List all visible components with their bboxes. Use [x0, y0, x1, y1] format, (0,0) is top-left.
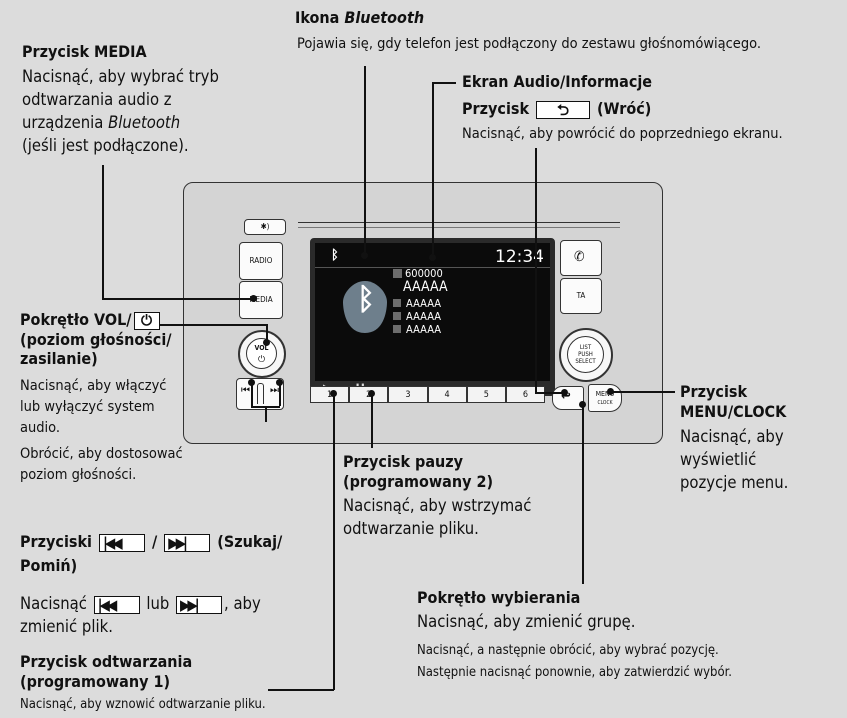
play-callout-text: Nacisnąć, aby wznowić odtwarzanie pliku.: [20, 697, 266, 712]
vol-label: VOL: [254, 344, 269, 352]
preset-button-6[interactable]: 6: [505, 386, 546, 403]
bluetooth-status-icon: ᛒ: [331, 248, 339, 263]
preset-button-4[interactable]: 4: [427, 386, 467, 403]
back-arrow-icon: ⮌: [536, 100, 591, 119]
play-callout-title: Przycisk odtwarzania (programowany 1): [20, 652, 193, 691]
selector-callout-title: Pokrętło wybierania: [417, 588, 581, 607]
phone-button[interactable]: ✆: [560, 240, 602, 276]
unit-slot: [298, 222, 620, 228]
push-label: PUSH: [578, 351, 593, 358]
skip-forward-icon: ▶▶|: [176, 595, 223, 614]
bluetooth-callout-text: Pojawia się, gdy telefon jest podłączony…: [297, 36, 761, 52]
phone-icon: ✆: [574, 249, 585, 265]
selector-callout-text-2: Nacisnąć, a następnie obrócić, aby wybra…: [417, 643, 732, 680]
selector-callout-text-1: Nacisnąć, aby zmienić grupę.: [417, 612, 636, 631]
seek-callout-text: Nacisnąć |◀◀ lub ▶▶|, aby zmienić plik.: [20, 594, 261, 636]
vol-knob[interactable]: VOL ⏻: [238, 330, 286, 378]
media-callout-text: Nacisnąć, aby wybrać tryb odtwarzania au…: [22, 67, 219, 155]
preset-button-3[interactable]: 3: [388, 386, 428, 403]
list-item: AAAAA: [406, 310, 442, 323]
clock-time: 12:34: [495, 247, 544, 267]
selector-knob[interactable]: LIST PUSH SELECT: [559, 328, 613, 382]
vol-callout-text-2: Obrócić, aby dostosować poziom głośności…: [20, 446, 183, 483]
pause-callout-text: Nacisnąć, aby wstrzymać odtwarzanie plik…: [343, 496, 532, 538]
clock-label: CLOCK: [597, 400, 613, 406]
skip-forward-icon: ▶▶|: [164, 533, 211, 552]
preset-button-1[interactable]: 1: [310, 386, 350, 403]
vol-callout-text: Nacisnąć, aby włączyć lub wyłączyć syste…: [20, 378, 167, 436]
skip-back-icon[interactable]: ⏮: [241, 385, 250, 396]
menu-label: MENU: [595, 390, 615, 398]
track-number: 600000: [405, 267, 443, 280]
radio-button[interactable]: RADIO: [239, 242, 283, 280]
back-button[interactable]: ↩: [552, 386, 584, 410]
skip-back-icon: |◀◀: [98, 533, 145, 552]
back-arrow-icon: ↩: [561, 389, 571, 404]
track-title: AAAAA: [403, 279, 448, 295]
media-callout-title: Przycisk MEDIA: [22, 42, 147, 61]
menu-callout-text: Nacisnąć, aby wyświetlić pozycje menu.: [680, 427, 789, 492]
media-button[interactable]: MEDIA: [239, 281, 283, 319]
power-icon: ⏻: [257, 355, 266, 365]
skip-forward-icon[interactable]: ⏭: [270, 385, 279, 396]
back-callout-text: Nacisnąć, aby powrócić do poprzedniego e…: [462, 126, 783, 142]
bluetooth-large-icon: ᛒ: [357, 282, 375, 317]
audio-screen-callout-title: Ekran Audio/Informacje: [462, 72, 653, 91]
menu-clock-button[interactable]: MENU CLOCK: [588, 384, 622, 412]
preset-button-5[interactable]: 5: [466, 386, 506, 403]
list-item: AAAAA: [406, 323, 442, 336]
bluetooth-callout-title: Ikona Bluetooth: [295, 8, 425, 27]
ta-button[interactable]: TA: [560, 278, 602, 314]
skip-back-icon: |◀◀: [93, 595, 140, 614]
menu-callout-title: Przycisk MENU/CLOCK: [680, 382, 787, 421]
list-label: LIST: [579, 344, 592, 351]
vol-callout-title: Pokrętło VOL/⏻ (poziom głośności/ zasila…: [20, 310, 172, 368]
back-callout-title: Przycisk ⮌ (Wróć): [462, 99, 652, 119]
pause-callout-title: Przycisk pauzy (programowany 2): [343, 452, 494, 491]
select-label: SELECT: [575, 358, 596, 365]
list-item: AAAAA: [406, 297, 442, 310]
seek-callout-title: Przyciski |◀◀ / ▶▶| (Szukaj/: [20, 532, 283, 552]
seek-callout-title-2: Pomiń): [20, 556, 78, 575]
display-button[interactable]: ✱): [244, 219, 286, 235]
audio-screen: ᛒ ᛒ 12:34 600000 AAAAA AAAAA AAAAA AAAAA…: [310, 238, 555, 396]
power-icon: ⏻: [133, 311, 160, 330]
track-list: AAAAA AAAAA AAAAA: [393, 297, 441, 336]
preset-bar: 1 2 3 4 5 6: [310, 386, 546, 403]
